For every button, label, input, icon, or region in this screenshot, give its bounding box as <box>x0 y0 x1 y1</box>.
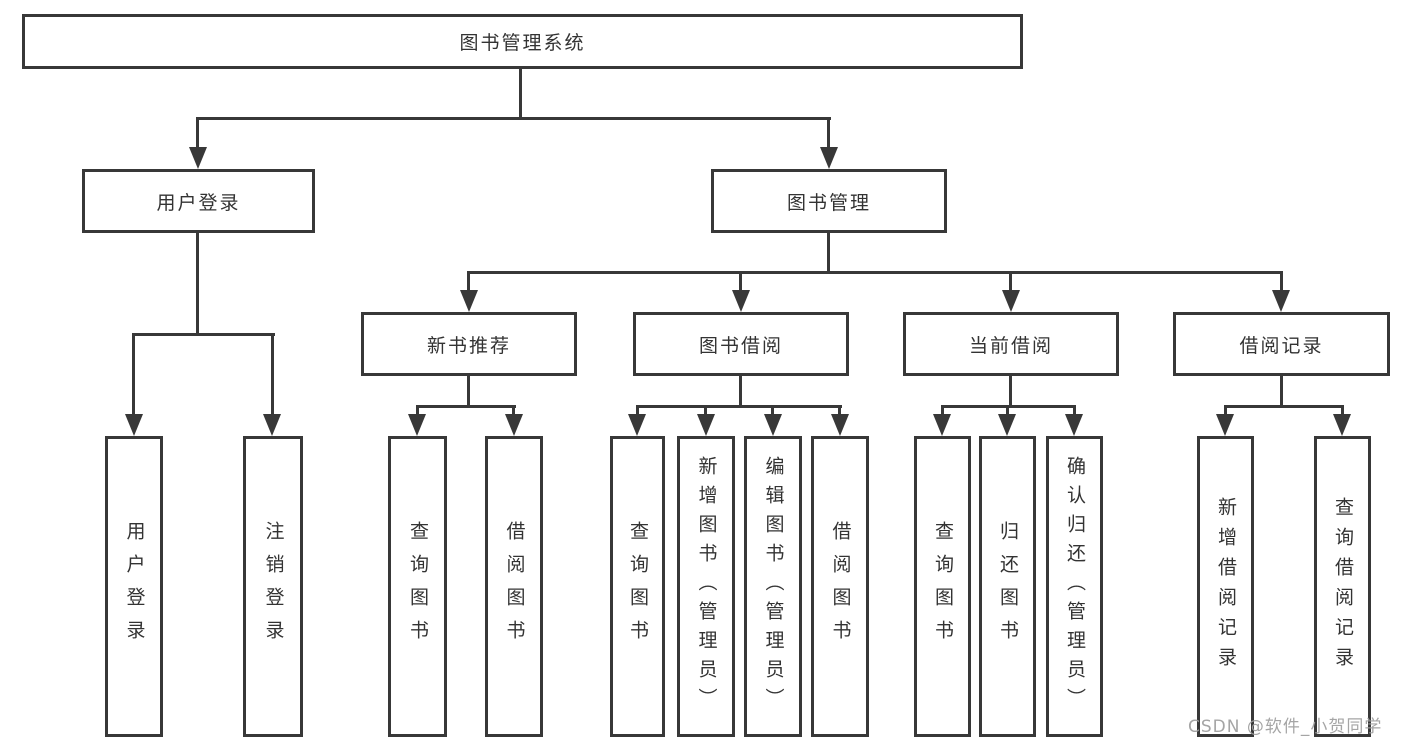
leaf-query-books-current: 查询图书 <box>914 436 971 737</box>
node-label: 确认归还（管理员） <box>1064 456 1086 717</box>
edge-drop-user-login <box>196 117 199 149</box>
node-label: 归还图书 <box>997 520 1019 653</box>
edge-drop-borrowing-records <box>1280 271 1283 292</box>
edge-drop-leaf <box>771 405 774 417</box>
arrow-down-icon <box>732 290 750 312</box>
arrow-down-icon <box>831 414 849 436</box>
arrow-down-icon <box>1065 414 1083 436</box>
edge-drop-leaf <box>704 405 707 417</box>
watermark-text: CSDN @软件_小贺同学 <box>1188 717 1383 737</box>
node-new-book-recommend: 新书推荐 <box>361 312 577 376</box>
node-label: 借阅图书 <box>829 520 852 653</box>
edge-book-management-rail <box>467 271 1283 274</box>
node-label: 图书管理系统 <box>459 32 586 54</box>
arrow-down-icon <box>1272 290 1290 312</box>
edge-drop-leaf <box>271 333 274 416</box>
leaf-edit-books-admin: 编辑图书（管理员） <box>744 436 802 737</box>
node-label: 借阅记录 <box>1239 334 1324 357</box>
edge-drop-current-borrowing <box>1009 271 1012 292</box>
arrow-down-icon <box>125 414 143 436</box>
edge-drop-leaf <box>132 333 135 416</box>
leaf-logout: 注销登录 <box>243 436 303 737</box>
edge-drop-leaf <box>636 405 639 417</box>
node-label: 借阅图书 <box>503 520 526 653</box>
arrow-down-icon <box>505 414 523 436</box>
edge-drop-leaf <box>1341 405 1344 417</box>
leaf-borrow-books-borrowing: 借阅图书 <box>811 436 869 737</box>
node-current-borrowing: 当前借阅 <box>903 312 1119 376</box>
arrow-down-icon <box>697 414 715 436</box>
edge-new-book-stem <box>467 376 470 408</box>
edge-borrowing-records-stem <box>1280 376 1283 408</box>
edge-borrowing-records-rail <box>1224 405 1344 408</box>
leaf-user-login: 用户登录 <box>105 436 163 737</box>
leaf-query-books-recommend: 查询图书 <box>388 436 447 737</box>
edge-root-stem <box>519 69 522 119</box>
edge-drop-book-borrowing <box>739 271 742 292</box>
arrow-down-icon <box>820 147 838 169</box>
arrow-down-icon <box>1216 414 1234 436</box>
arrow-down-icon <box>1333 414 1351 436</box>
arrow-down-icon <box>460 290 478 312</box>
arrow-down-icon <box>189 147 207 169</box>
edge-drop-leaf <box>1006 405 1009 417</box>
node-label: 新增借阅记录 <box>1215 496 1237 677</box>
edge-drop-leaf <box>416 405 419 417</box>
edge-book-borrowing-stem <box>739 376 742 408</box>
edge-user-login-rail <box>132 333 275 336</box>
edge-drop-leaf <box>838 405 841 417</box>
arrow-down-icon <box>933 414 951 436</box>
node-label: 查询借阅记录 <box>1332 496 1354 677</box>
leaf-query-borrow-record: 查询借阅记录 <box>1314 436 1371 737</box>
arrow-down-icon <box>408 414 426 436</box>
edge-drop-leaf <box>1224 405 1227 417</box>
edge-drop-new-book <box>467 271 470 292</box>
leaf-add-borrow-record: 新增借阅记录 <box>1197 436 1254 737</box>
edge-user-login-stem <box>196 233 199 335</box>
arrow-down-icon <box>1002 290 1020 312</box>
node-user-login: 用户登录 <box>82 169 315 233</box>
leaf-borrow-books-recommend: 借阅图书 <box>485 436 543 737</box>
edge-book-borrowing-rail <box>636 405 842 408</box>
leaf-add-books-admin: 新增图书（管理员） <box>677 436 735 737</box>
edge-current-borrowing-stem <box>1009 376 1012 408</box>
node-book-management-system: 图书管理系统 <box>22 14 1023 69</box>
edge-new-book-rail <box>416 405 516 408</box>
arrow-down-icon <box>263 414 281 436</box>
node-label: 查询图书 <box>932 520 954 653</box>
node-label: 当前借阅 <box>968 334 1053 357</box>
node-label: 新增图书（管理员） <box>695 456 718 717</box>
arrow-down-icon <box>628 414 646 436</box>
node-label: 编辑图书（管理员） <box>762 456 785 717</box>
node-book-management: 图书管理 <box>711 169 947 233</box>
node-borrowing-records: 借阅记录 <box>1173 312 1390 376</box>
node-book-borrowing: 图书借阅 <box>633 312 849 376</box>
edge-book-management-stem <box>827 233 830 273</box>
node-label: 注销登录 <box>262 520 285 653</box>
node-label: 图书借阅 <box>698 334 783 357</box>
node-label: 查询图书 <box>407 520 429 653</box>
edge-drop-leaf <box>941 405 944 417</box>
edge-root-rail <box>196 117 831 120</box>
node-label: 用户登录 <box>123 520 146 653</box>
leaf-query-books-borrowing: 查询图书 <box>610 436 665 737</box>
leaf-return-books: 归还图书 <box>979 436 1036 737</box>
node-label: 新书推荐 <box>426 334 511 357</box>
arrow-down-icon <box>764 414 782 436</box>
leaf-confirm-return-admin: 确认归还（管理员） <box>1046 436 1103 737</box>
node-label: 用户登录 <box>156 191 241 214</box>
edge-drop-leaf <box>512 405 515 417</box>
node-label: 图书管理 <box>786 191 871 214</box>
edge-drop-leaf <box>1073 405 1076 417</box>
node-label: 查询图书 <box>627 520 649 653</box>
edge-drop-book-management <box>827 117 830 149</box>
arrow-down-icon <box>998 414 1016 436</box>
